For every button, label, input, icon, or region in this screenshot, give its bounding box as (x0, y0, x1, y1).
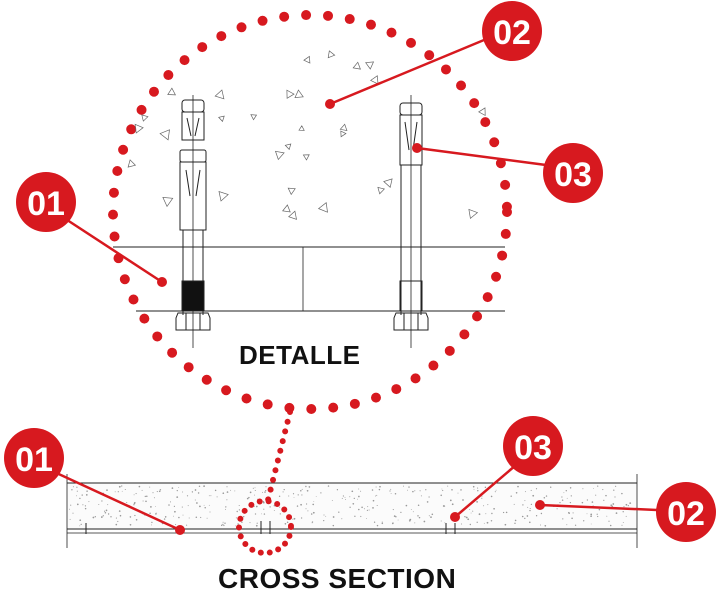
section-anchor-marks (85, 521, 456, 534)
left-anchor-bolt (175, 95, 211, 348)
detail-title: DETALLE (239, 340, 361, 370)
callout-03-detail: 03 (543, 143, 603, 203)
detail-magnifier-circle (108, 10, 512, 414)
callout-02-detail: 02 (482, 1, 542, 61)
callout-01-section: 01 (4, 428, 64, 488)
section-title: CROSS SECTION (218, 563, 457, 594)
svg-text:03: 03 (514, 429, 552, 467)
svg-text:03: 03 (554, 156, 592, 194)
svg-text:01: 01 (27, 185, 65, 223)
section-detail-circle (236, 498, 294, 556)
callout-02-section: 02 (656, 482, 716, 542)
callout-03-section: 03 (503, 416, 563, 476)
svg-text:01: 01 (15, 441, 53, 479)
right-anchor-bolt (393, 95, 429, 348)
svg-text:02: 02 (493, 14, 531, 52)
leader-lines (49, 38, 658, 535)
callout-01-detail: 01 (16, 172, 76, 232)
svg-text:02: 02 (667, 495, 705, 533)
detail-concrete-slab (113, 50, 505, 312)
section-concrete-slab (66, 474, 638, 548)
